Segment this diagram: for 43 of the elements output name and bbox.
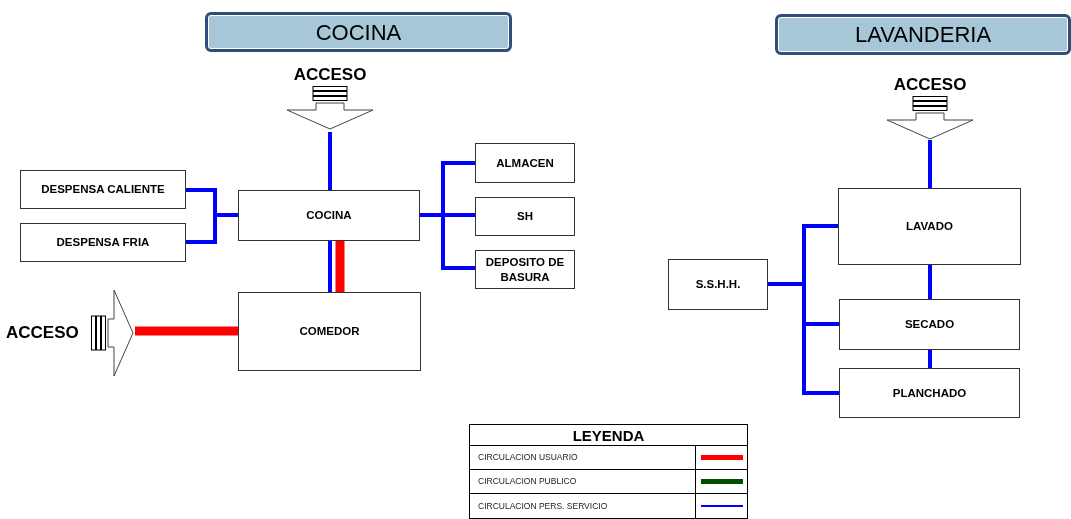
circulation-line [420,213,475,270]
access-label: ACCESO [293,66,367,83]
access-label: ACCESO [893,76,967,93]
room-label: PLANCHADO [892,385,967,401]
room-label: SECADO [904,317,955,332]
room-box [839,299,1020,350]
circulation-line [928,265,932,299]
circulation-line [768,282,839,395]
room-box [838,188,1021,265]
circulation-line [335,241,345,292]
room-label: DEPOSITO DE BASURA [484,255,566,284]
legend-text: CIRCULACION PUBLICO [477,475,578,488]
room-label: LAVADO [906,219,953,234]
section-title: COCINA [315,18,402,47]
room-label: COMEDOR [299,324,360,339]
section-title: LAVANDERIA [854,21,992,49]
legend-text: CIRCULACION PERS. SERVICIO [477,499,609,513]
room-box [668,259,768,310]
room-box [20,170,186,209]
circulation-line [928,350,932,368]
room-label: DESPENSA CALIENTE [41,182,165,197]
room-box [475,143,575,183]
room-box [238,292,421,371]
room-label: DESPENSA FRIA [56,235,150,250]
access-label: ACCESO [6,324,79,341]
room-label: ALMACEN [496,155,554,171]
room-box [475,197,575,236]
room-box [20,223,186,262]
legend-text: CIRCULACION USUARIO [477,451,579,464]
room-box [839,368,1020,418]
circulation-line [328,241,332,292]
title-band [775,14,1071,55]
title-band [205,12,512,52]
room-label: SH [517,209,533,224]
circulation-line [328,132,332,190]
room-label: COCINA [306,208,352,223]
circulation-line [135,326,238,336]
circulation-line [928,140,932,188]
room-label: S.S.H.H. [695,277,741,292]
room-box [238,190,420,241]
legend-title: LEYENDA [470,425,747,446]
circulation-line [186,213,238,244]
room-box [475,250,575,289]
